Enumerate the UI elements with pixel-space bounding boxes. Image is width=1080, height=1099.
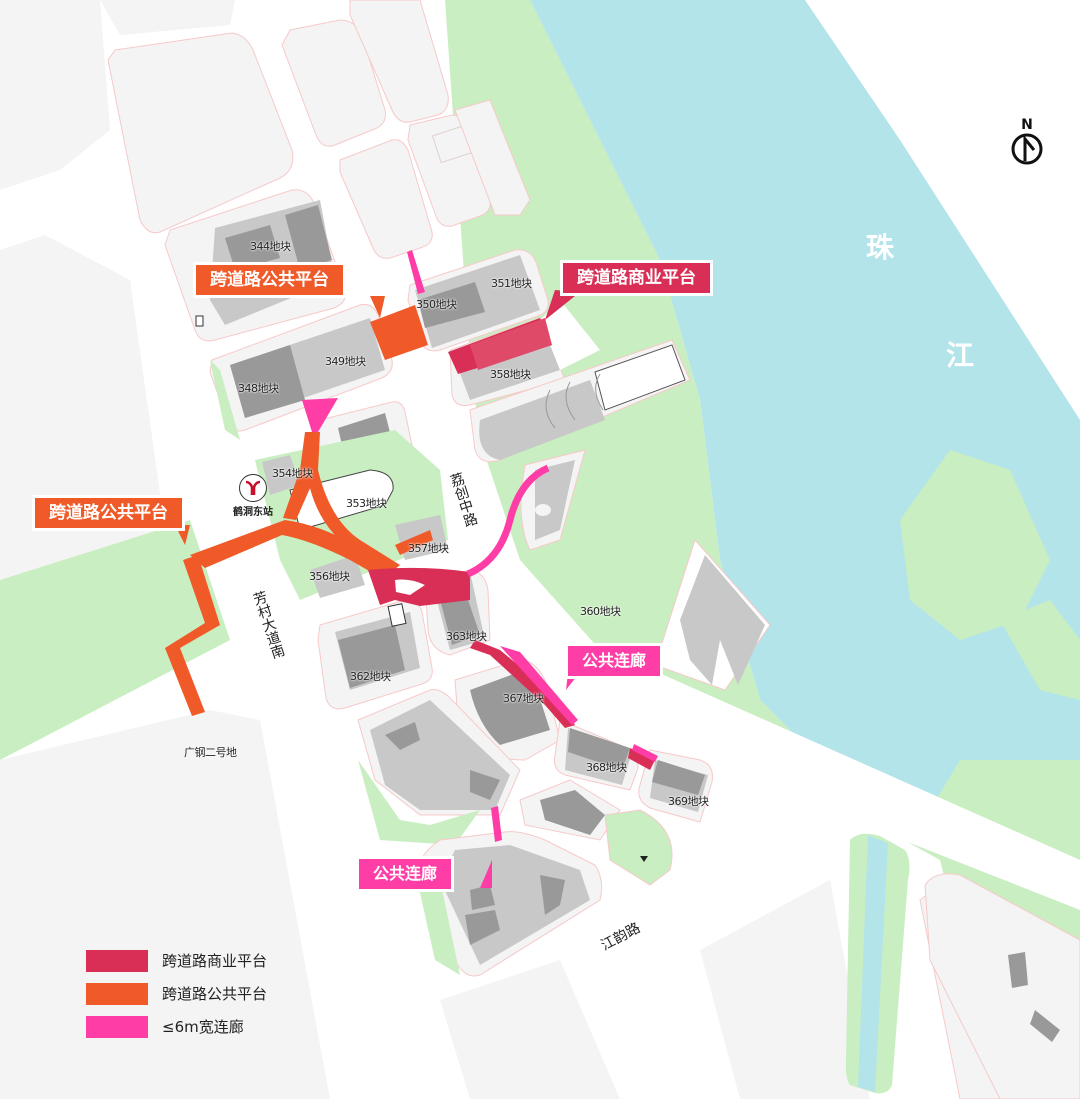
plot-label-358: 358地块 [490,368,531,381]
north-label: N [1021,117,1033,133]
metro-station[interactable]: 鹤洞东站 [233,474,273,518]
plot-label-357: 357地块 [408,542,449,555]
plot-label-guanggang: 广钢二号地 [184,746,237,759]
plot-label-353: 353地块 [346,497,387,510]
callout-public-platform-west: 跨道路公共平台 [32,495,185,531]
legend-label: ≤6m宽连廊 [162,1018,244,1036]
callout-corridor-south: 公共连廊 [356,856,455,892]
callout-corridor-east: 公共连廊 [565,643,664,679]
plot-label-363: 363地块 [446,630,487,643]
legend-item-public: 跨道路公共平台 [86,977,267,1010]
plot-label-344: 344地块 [250,240,291,253]
river-label-zhu: 珠 [866,231,895,264]
plot-label-367: 367地块 [503,692,544,705]
plot-label-369: 369地块 [668,795,709,808]
legend-label: 跨道路公共平台 [162,985,268,1003]
north-compass: N [1008,118,1046,170]
station-name: 鹤洞东站 [233,507,273,518]
plot-label-362: 362地块 [350,670,391,683]
legend-item-corridor: ≤6m宽连廊 [86,1010,267,1043]
metro-logo-icon [239,474,267,502]
public-platform-north-shape [370,305,428,360]
plot-label-350: 350地块 [416,298,457,311]
north-arrow-icon [1011,133,1043,165]
legend-swatch-corridor [86,1015,148,1038]
callout-commercial-platform: 跨道路商业平台 [560,260,713,296]
legend-swatch-public [86,982,148,1005]
plot-label-356: 356地块 [309,570,350,583]
plot-label-351: 351地块 [491,277,532,290]
plot-label-368: 368地块 [586,761,627,774]
river-label-jiang: 江 [946,339,975,372]
legend-item-commercial: 跨道路商业平台 [86,944,267,977]
legend-label: 跨道路商业平台 [162,952,268,970]
map-legend: 跨道路商业平台 跨道路公共平台 ≤6m宽连廊 [86,944,267,1043]
plot-label-348: 348地块 [238,382,279,395]
callout-public-platform-north: 跨道路公共平台 [193,262,346,298]
legend-swatch-commercial [86,949,148,972]
plot-label-349: 349地块 [325,355,366,368]
plot-label-354: 354地块 [272,467,313,480]
plot-label-360: 360地块 [580,605,621,618]
